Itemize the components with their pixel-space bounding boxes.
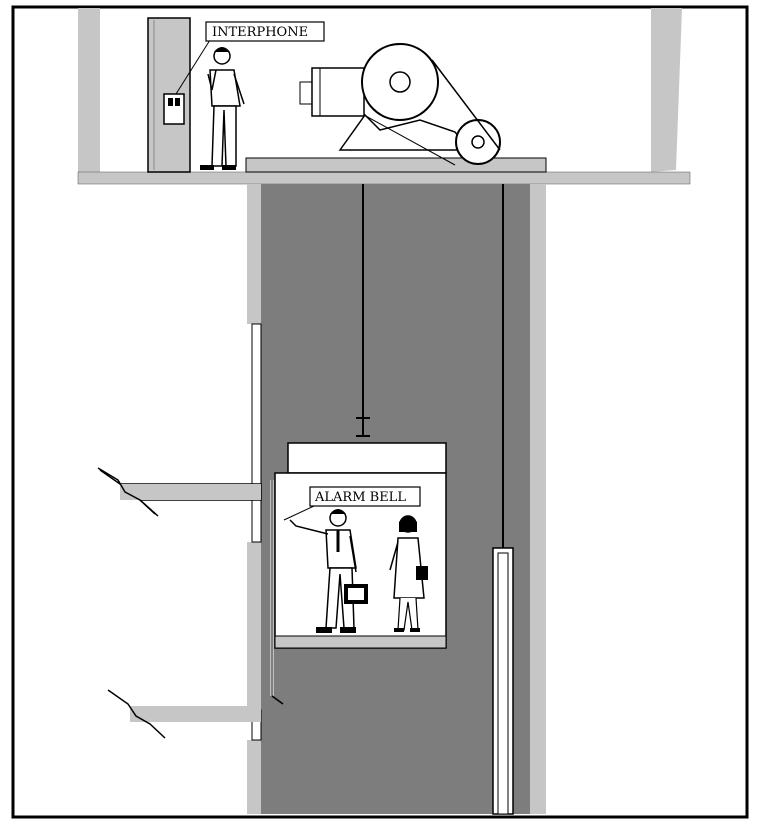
upper-floor-break [97, 467, 159, 517]
shaft-left-wall [247, 184, 261, 324]
woman-figure [389, 515, 428, 632]
shaft-left-wall-lower [247, 542, 261, 710]
shaft-left-wall-bottom [247, 740, 261, 814]
interphone-label: INTERPHONE [205, 21, 325, 42]
interphone-label-text: INTERPHONE [212, 25, 308, 40]
machine-room-left-wall [78, 8, 100, 172]
machine-room-right-wall [651, 8, 682, 172]
counterweight-inner [497, 552, 509, 815]
shaft-right-wall [530, 184, 546, 814]
cable-hitch [356, 417, 370, 437]
interphone-cabinet [147, 17, 211, 173]
lower-floor-slab-fill [130, 706, 261, 722]
upper-floor-slab-fill [120, 484, 261, 500]
machine-base [245, 157, 547, 173]
alarm-bell-label: ALARM BELL [283, 486, 421, 521]
machine-room-floor [77, 171, 691, 185]
technician-figure [200, 47, 245, 170]
man-figure [289, 509, 368, 633]
alarm-bell-label-text: ALARM BELL [314, 490, 406, 505]
lower-floor-break [107, 689, 166, 739]
hoist-motor [299, 43, 501, 166]
landing-door-upper [251, 323, 262, 543]
